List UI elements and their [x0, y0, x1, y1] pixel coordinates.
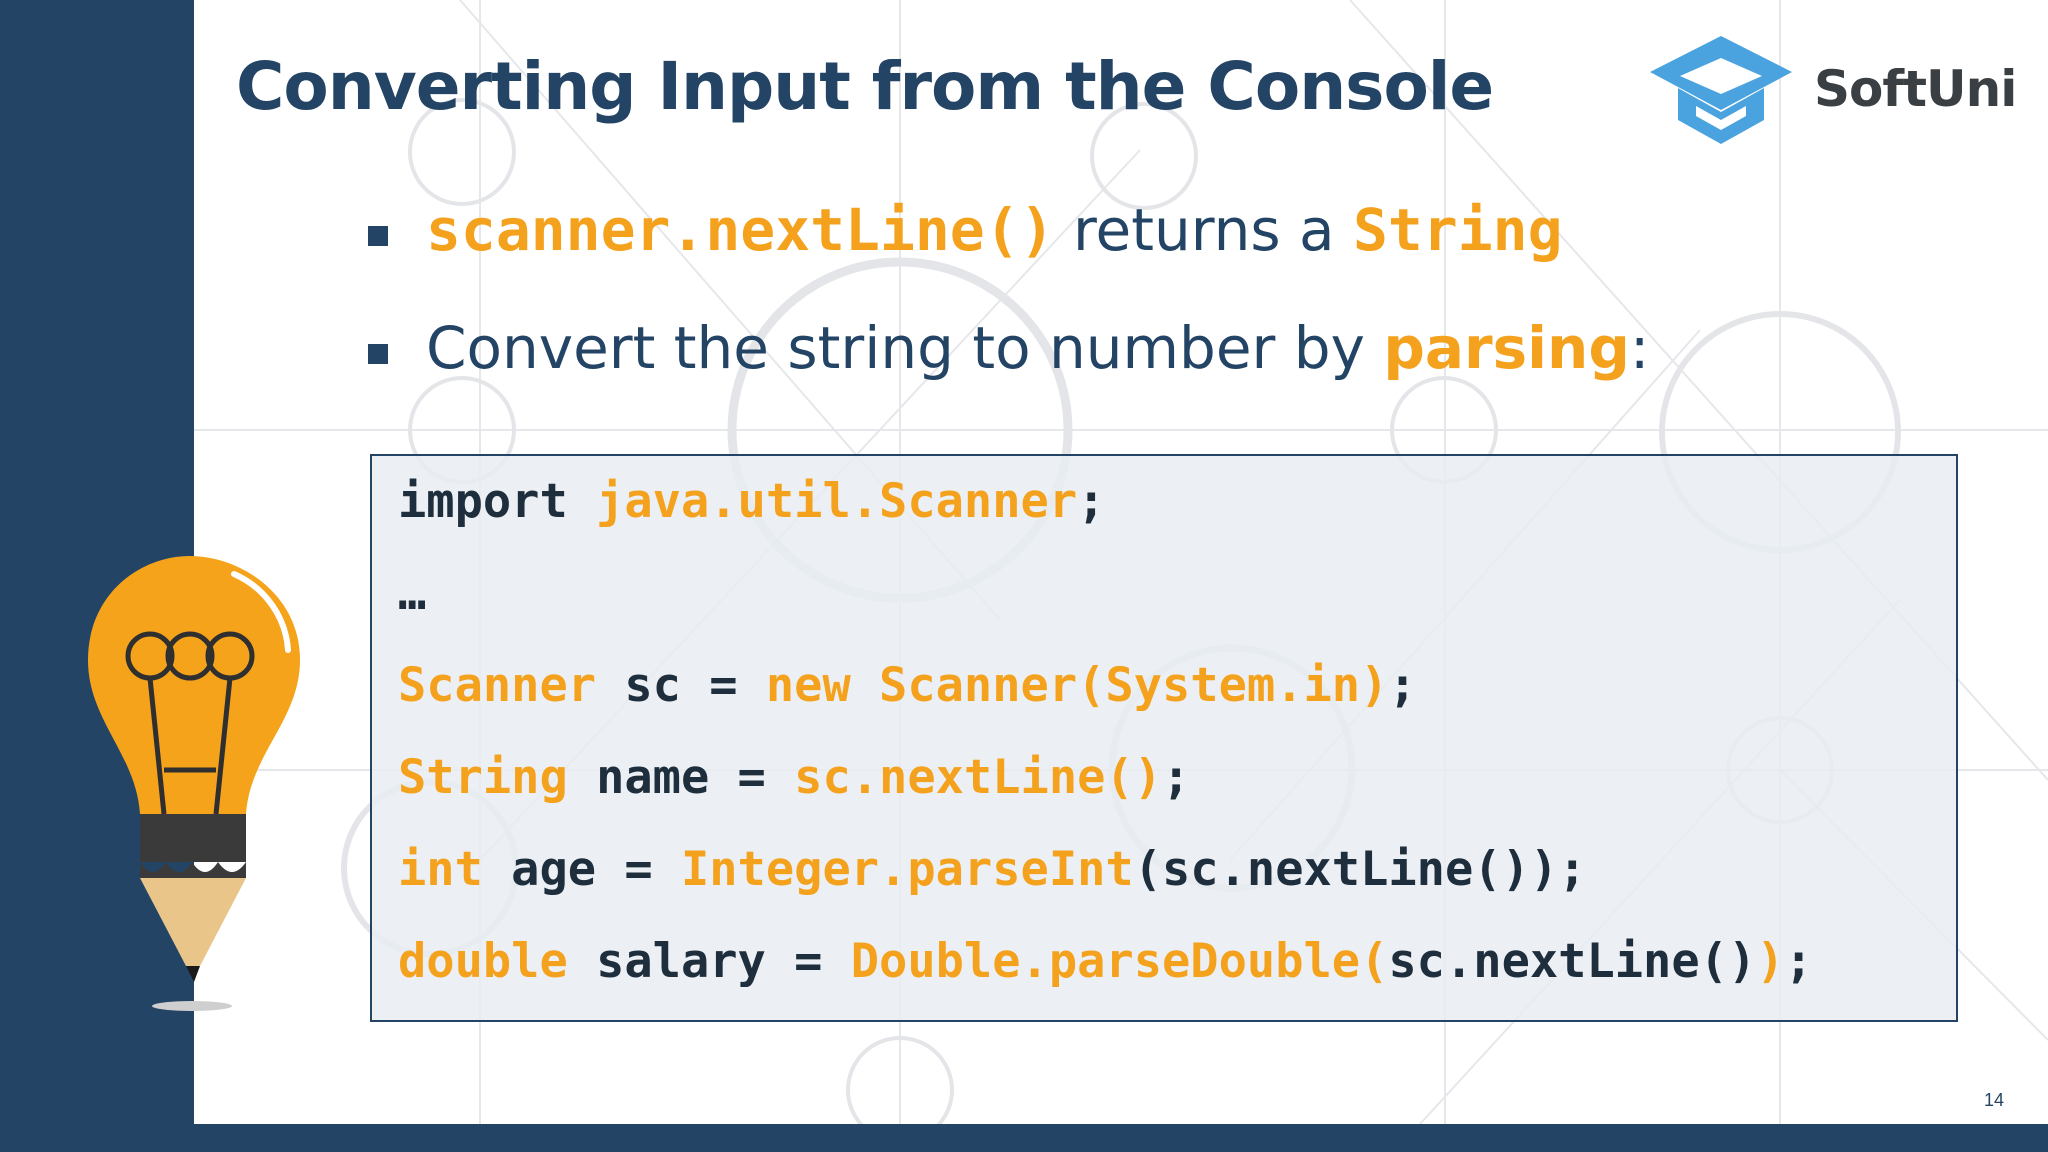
- code-args: (sc.nextLine());: [1133, 842, 1587, 897]
- code-call: sc.nextLine(): [794, 750, 1163, 805]
- softuni-logo: SoftUni: [1646, 32, 2036, 152]
- lightbulb-pencil-icon: [88, 556, 300, 1011]
- square-bullet-icon: [368, 344, 388, 364]
- code-keyword: import: [398, 474, 568, 529]
- code-type: int: [398, 842, 483, 897]
- code-keyword: new: [765, 658, 851, 713]
- highlight-word: parsing: [1383, 314, 1630, 382]
- inline-code-type: String: [1352, 196, 1563, 264]
- logo-text: SoftUni: [1814, 60, 2017, 118]
- code-punct: ;: [1162, 750, 1191, 805]
- code-variable: sc =: [596, 658, 766, 713]
- code-ellipsis: …: [398, 566, 427, 621]
- code-punct: ;: [1388, 658, 1417, 713]
- code-package: java.util.Scanner: [596, 474, 1078, 529]
- bullet-tail: :: [1629, 314, 1650, 382]
- code-line: import java.util.Scanner;: [398, 474, 1105, 529]
- bullet-text: Convert the string to number by parsing:: [426, 314, 1649, 382]
- code-call: Integer.parseInt: [680, 842, 1134, 897]
- code-line: int age = Integer.parseInt(sc.nextLine()…: [398, 842, 1586, 897]
- inline-code: scanner.nextLine(): [426, 196, 1055, 264]
- code-type: Scanner: [398, 658, 597, 713]
- code-line: String name = sc.nextLine();: [398, 750, 1190, 805]
- code-close-paren: ): [1756, 934, 1785, 989]
- bullet-plain-text: returns a: [1054, 196, 1353, 264]
- bottom-accent-bar: [0, 1124, 2048, 1152]
- code-line: Scanner sc = new Scanner(System.in);: [398, 658, 1417, 713]
- code-punct: ;: [1784, 934, 1813, 989]
- code-punct: ;: [1077, 474, 1106, 529]
- code-call: Double.parseDouble(: [850, 934, 1389, 989]
- code-args: sc.nextLine(): [1388, 934, 1757, 989]
- code-type: String: [398, 750, 568, 805]
- page-number: 14: [1984, 1090, 2005, 1110]
- bullet-plain-text: Convert the string to number by: [426, 314, 1384, 382]
- code-variable: salary =: [567, 934, 851, 989]
- square-bullet-icon: [368, 226, 388, 246]
- code-line: …: [398, 566, 426, 621]
- graduation-cap-icon: [1650, 36, 1792, 144]
- slide-title: Converting Input from the Console: [236, 48, 1494, 125]
- code-variable: name =: [567, 750, 795, 805]
- code-block: import java.util.Scanner; … Scanner sc =…: [370, 454, 1958, 1022]
- code-type: double: [398, 934, 568, 989]
- code-line: double salary = Double.parseDouble(sc.ne…: [398, 934, 1813, 989]
- bullet-text: scanner.nextLine() returns a String: [426, 196, 1562, 264]
- code-variable: age =: [482, 842, 681, 897]
- code-constructor: Scanner(System.in): [879, 658, 1389, 713]
